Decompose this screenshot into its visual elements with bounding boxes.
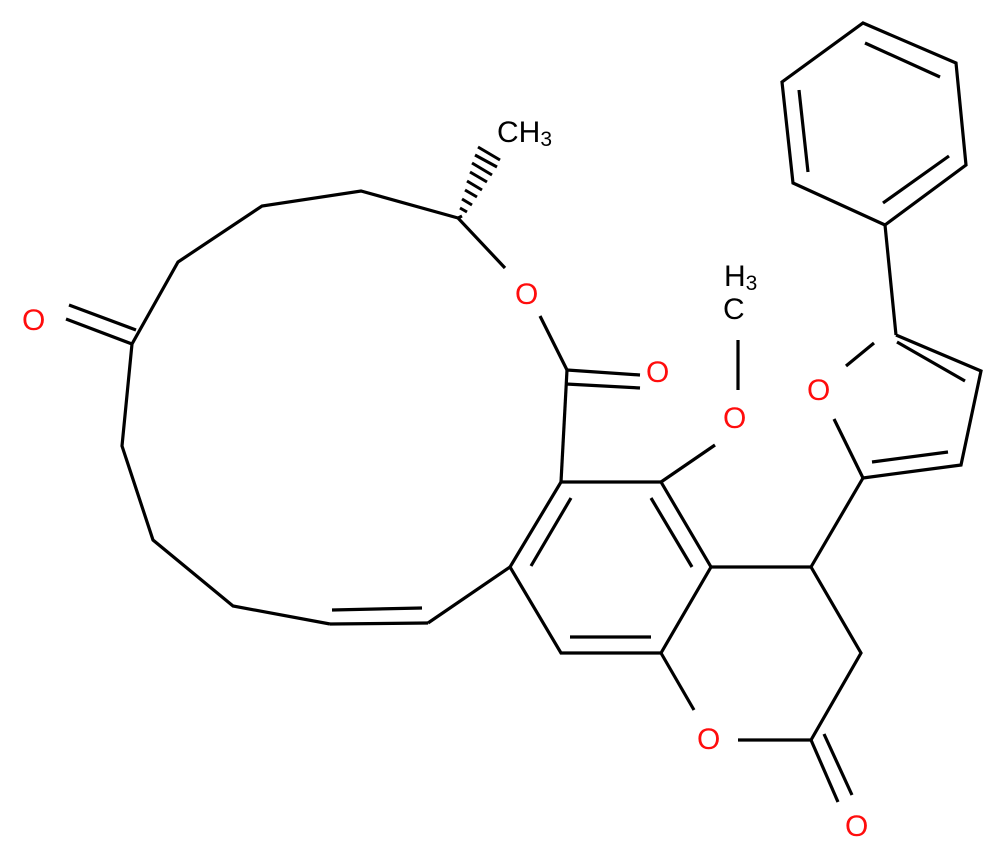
oxygen-methoxy-label: O (723, 402, 747, 435)
methoxy-methyl-h-label: H3 (724, 260, 758, 295)
oxygen-lactone-carbonyl-label: O (646, 356, 670, 389)
methoxy-h: H (724, 260, 746, 293)
oxygen-lactone-carbonyl2-label: O (845, 810, 869, 843)
furan-bonds (809, 224, 983, 568)
macrocycle-bonds (65, 145, 641, 626)
phenyl-ring-bonds (780, 21, 968, 227)
oxygen-furan-label: O (807, 374, 831, 407)
methoxy-methyl-c-label: C (723, 293, 745, 326)
methyl-subscript: 3 (540, 128, 553, 151)
methyl-main: CH (497, 116, 541, 149)
lactone-ring-bonds (659, 565, 863, 803)
oxygen-ketone-label: O (22, 304, 46, 337)
methoxy-subscript: 3 (745, 272, 758, 295)
hashed-wedge-bond (457, 145, 501, 220)
oxygen-lactone-ring-label: O (697, 723, 721, 756)
methyl-group-label: CH3 (497, 116, 553, 151)
oxygen-ester-ring-label: O (515, 278, 539, 311)
